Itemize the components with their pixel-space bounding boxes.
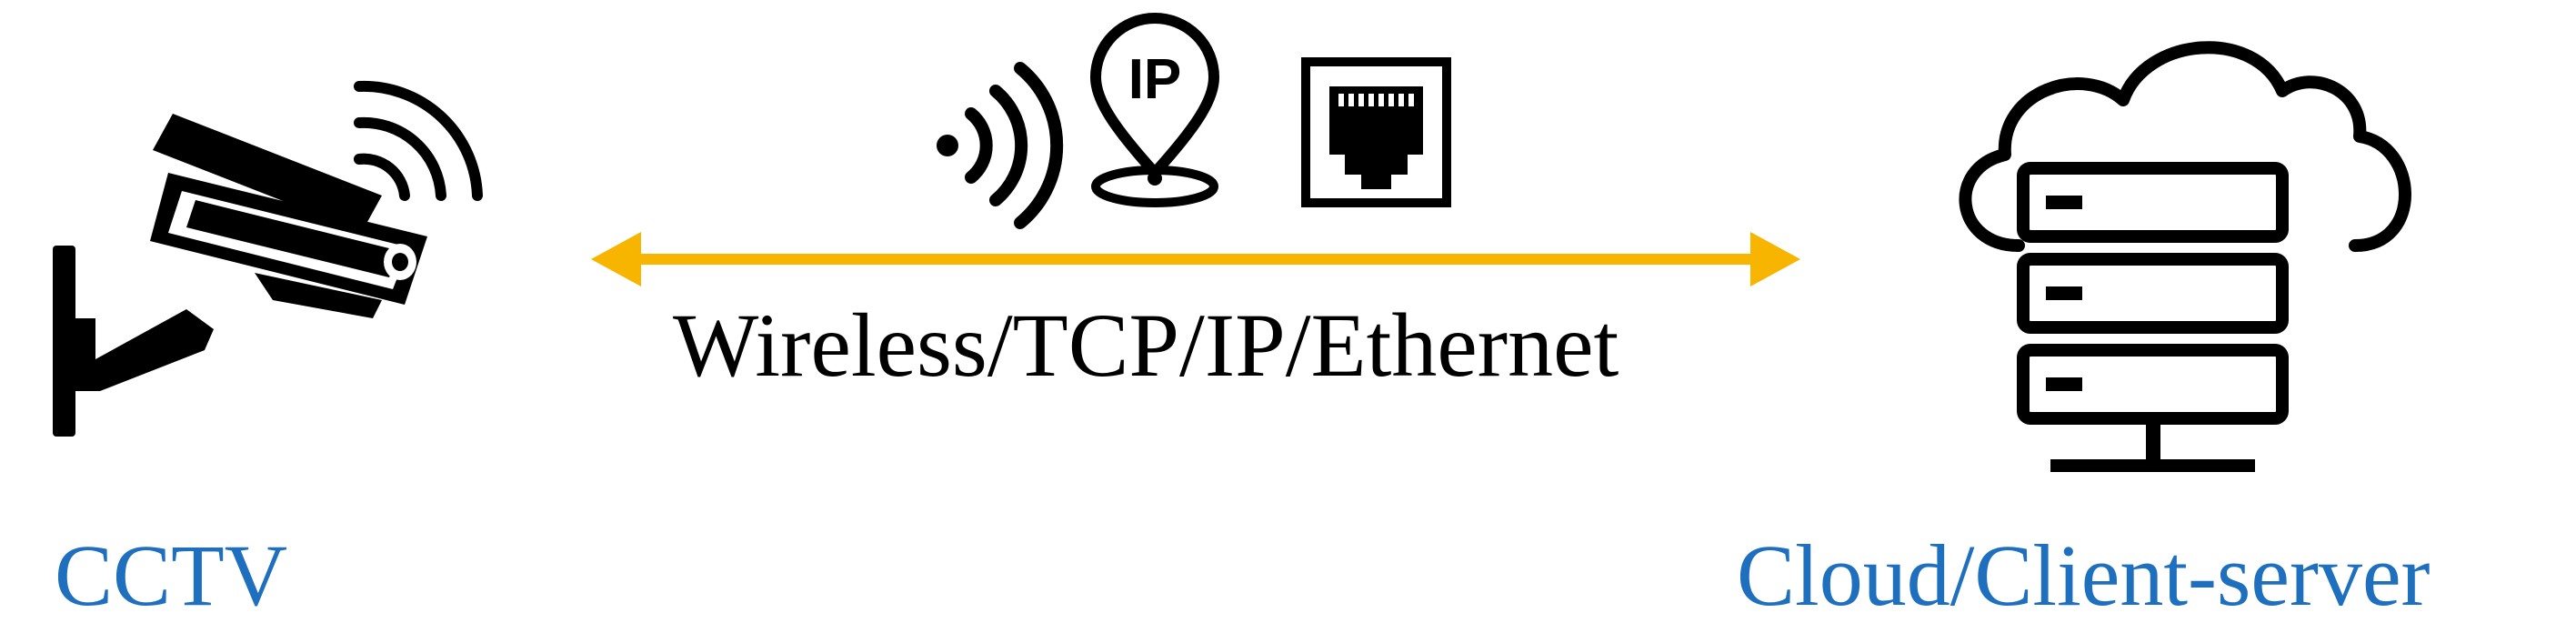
ip-location-pin-icon: IP [1090,13,1219,207]
cloud-server-label: Cloud/Client-server [1737,527,2431,624]
svg-text:IP: IP [1128,48,1182,111]
connection-label: Wireless/TCP/IP/Ethernet [673,295,1619,396]
cctv-label: CCTV [55,527,288,624]
wireless-signal-icon [937,62,1064,229]
ethernet-port-icon [1301,57,1451,207]
cctv-camera-icon [53,80,483,437]
bidirectional-arrow [591,232,1800,286]
cloud-server-icon [1959,41,2411,472]
